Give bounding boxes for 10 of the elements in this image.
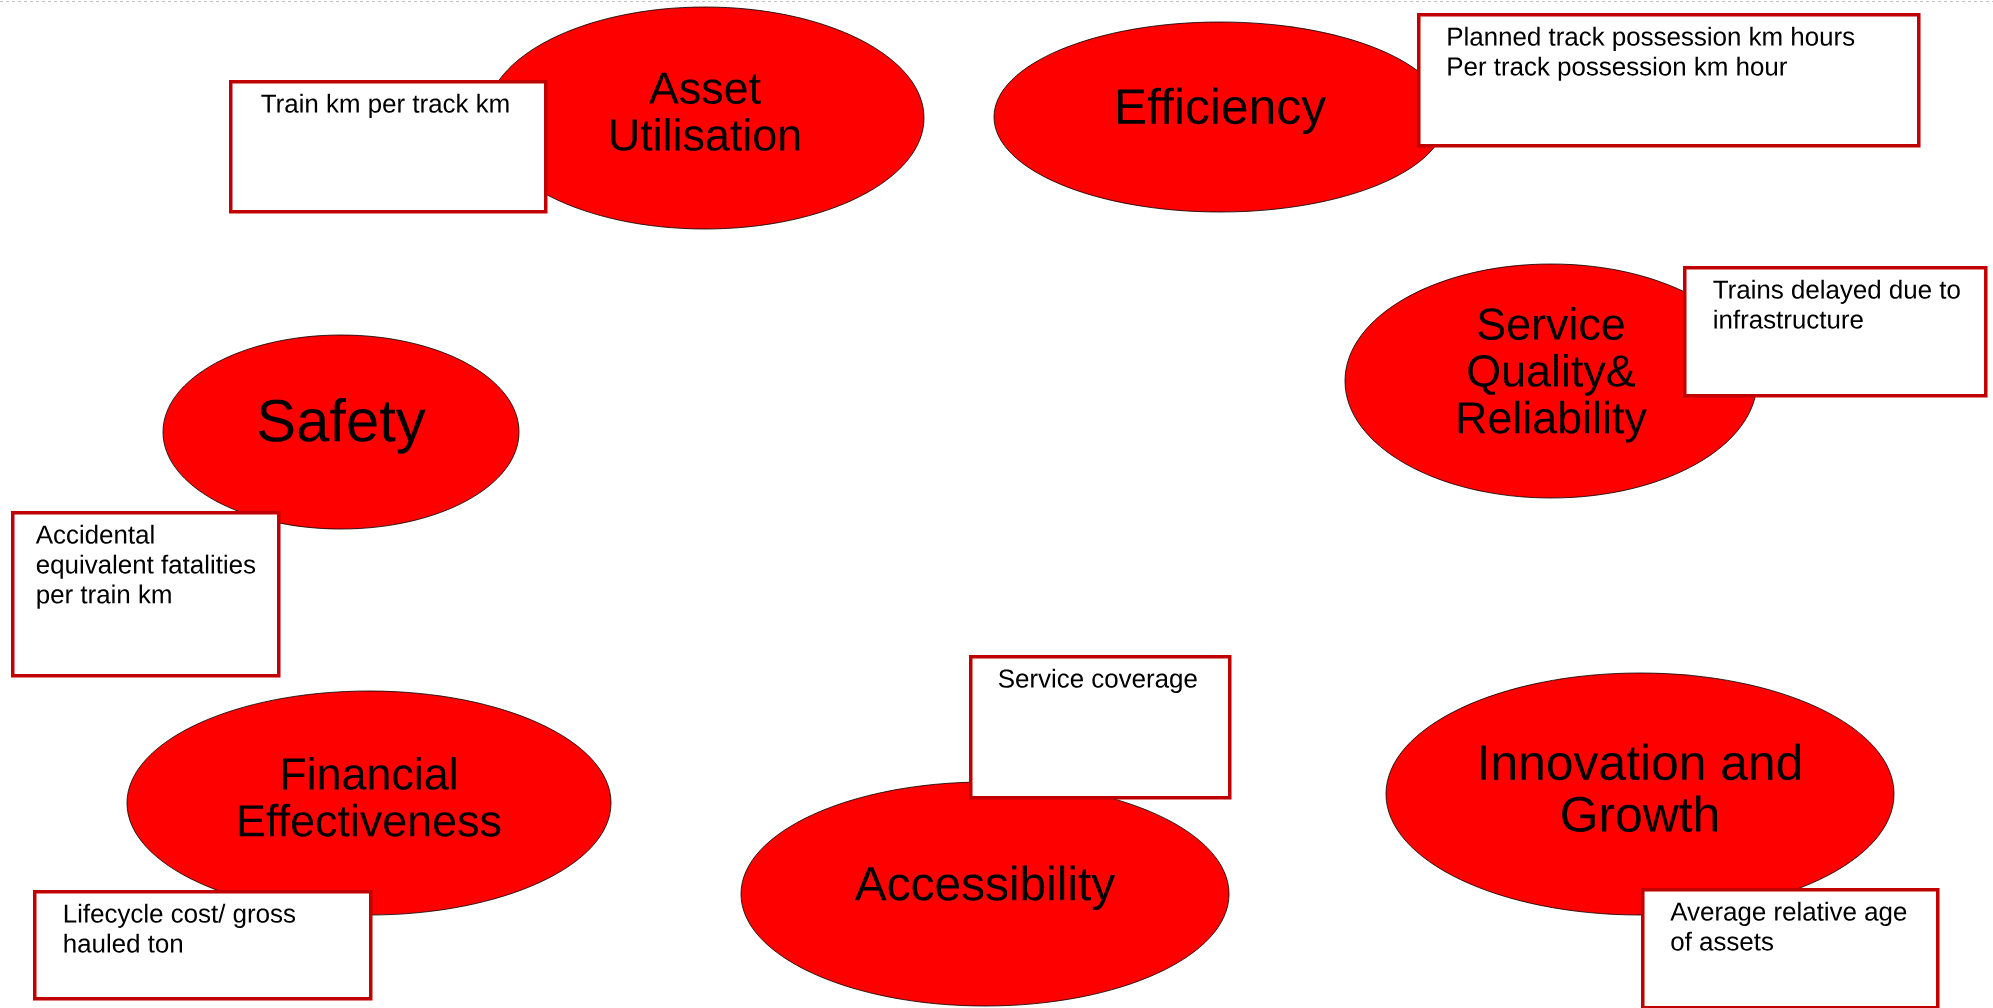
ellipse-node: Efficiency (993, 21, 1447, 213)
metric-box: Train km per track km (229, 80, 548, 214)
ellipse-node: Accessibility (740, 781, 1230, 1007)
metric-box: Lifecycle cost/ gross hauled ton (33, 890, 373, 1001)
metric-box: Planned track possession km hours Per track possession km hour (1417, 13, 1921, 148)
ellipse-node: Safety (162, 334, 520, 530)
metric-box: Accidental equivalent fatalities per train km (11, 511, 281, 678)
metric-box: Trains delayed due to infrastructure (1683, 266, 1988, 398)
metric-box: Average relative age of assets (1641, 888, 1940, 1008)
metric-box: Service coverage (969, 655, 1232, 800)
